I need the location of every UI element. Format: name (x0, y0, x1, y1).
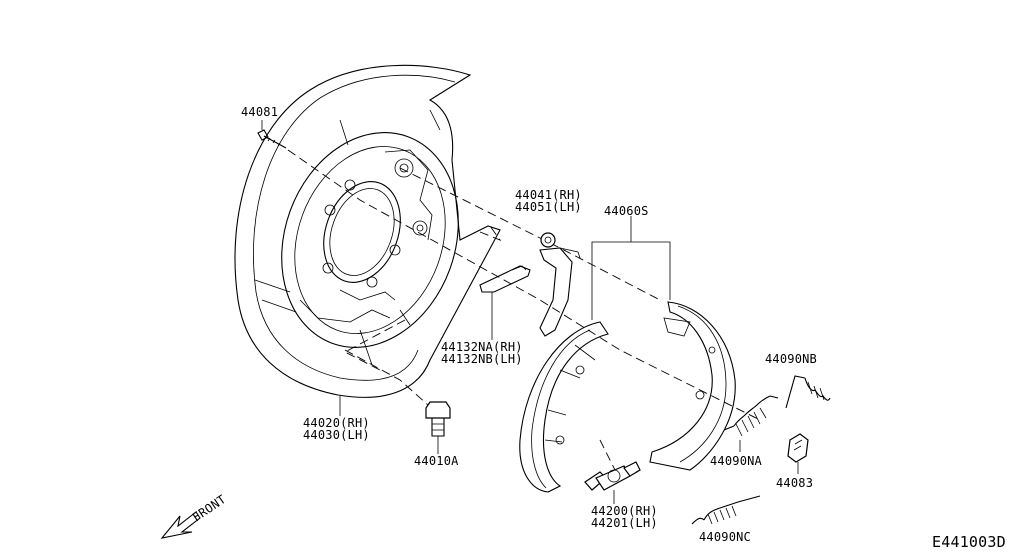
label-44132na: 44132NA(RH) (441, 340, 523, 354)
label-44132nb: 44132NB(LH) (441, 352, 523, 366)
spring-44090na (723, 395, 779, 452)
brake-shoe-right (649, 301, 736, 471)
assembly-lines (287, 149, 761, 481)
backing-plate (234, 64, 501, 398)
label-44041: 44041(RH) (515, 188, 582, 202)
hub-bolt-44010a (425, 401, 451, 454)
front-arrow: FRONT (160, 492, 229, 539)
shoe-set-bracket (591, 216, 671, 320)
diagram-code: E441003D (932, 533, 1006, 551)
spring-44090nc (691, 495, 761, 525)
strut (479, 265, 531, 340)
label-44060s: 44060S (604, 204, 649, 218)
front-label: FRONT (190, 492, 229, 524)
label-44090nb: 44090NB (765, 352, 817, 366)
bolt-44081 (257, 120, 287, 149)
label-44081: 44081 (241, 105, 278, 119)
spring-44090nb (785, 375, 831, 409)
label-44030: 44030(LH) (303, 428, 370, 442)
adjuster-assembly (584, 461, 641, 504)
brake-shoe-left (519, 321, 609, 493)
adjuster-lever (539, 232, 581, 337)
label-44051: 44051(LH) (515, 200, 582, 214)
label-44090na: 44090NA (710, 454, 763, 468)
label-44200: 44200(RH) (591, 504, 658, 518)
label-44020: 44020(RH) (303, 416, 370, 430)
label-44201: 44201(LH) (591, 516, 658, 530)
clip-44083 (787, 433, 809, 474)
label-44090nc: 44090NC (699, 530, 751, 544)
label-44010a: 44010A (414, 454, 459, 468)
label-44083: 44083 (776, 476, 813, 490)
